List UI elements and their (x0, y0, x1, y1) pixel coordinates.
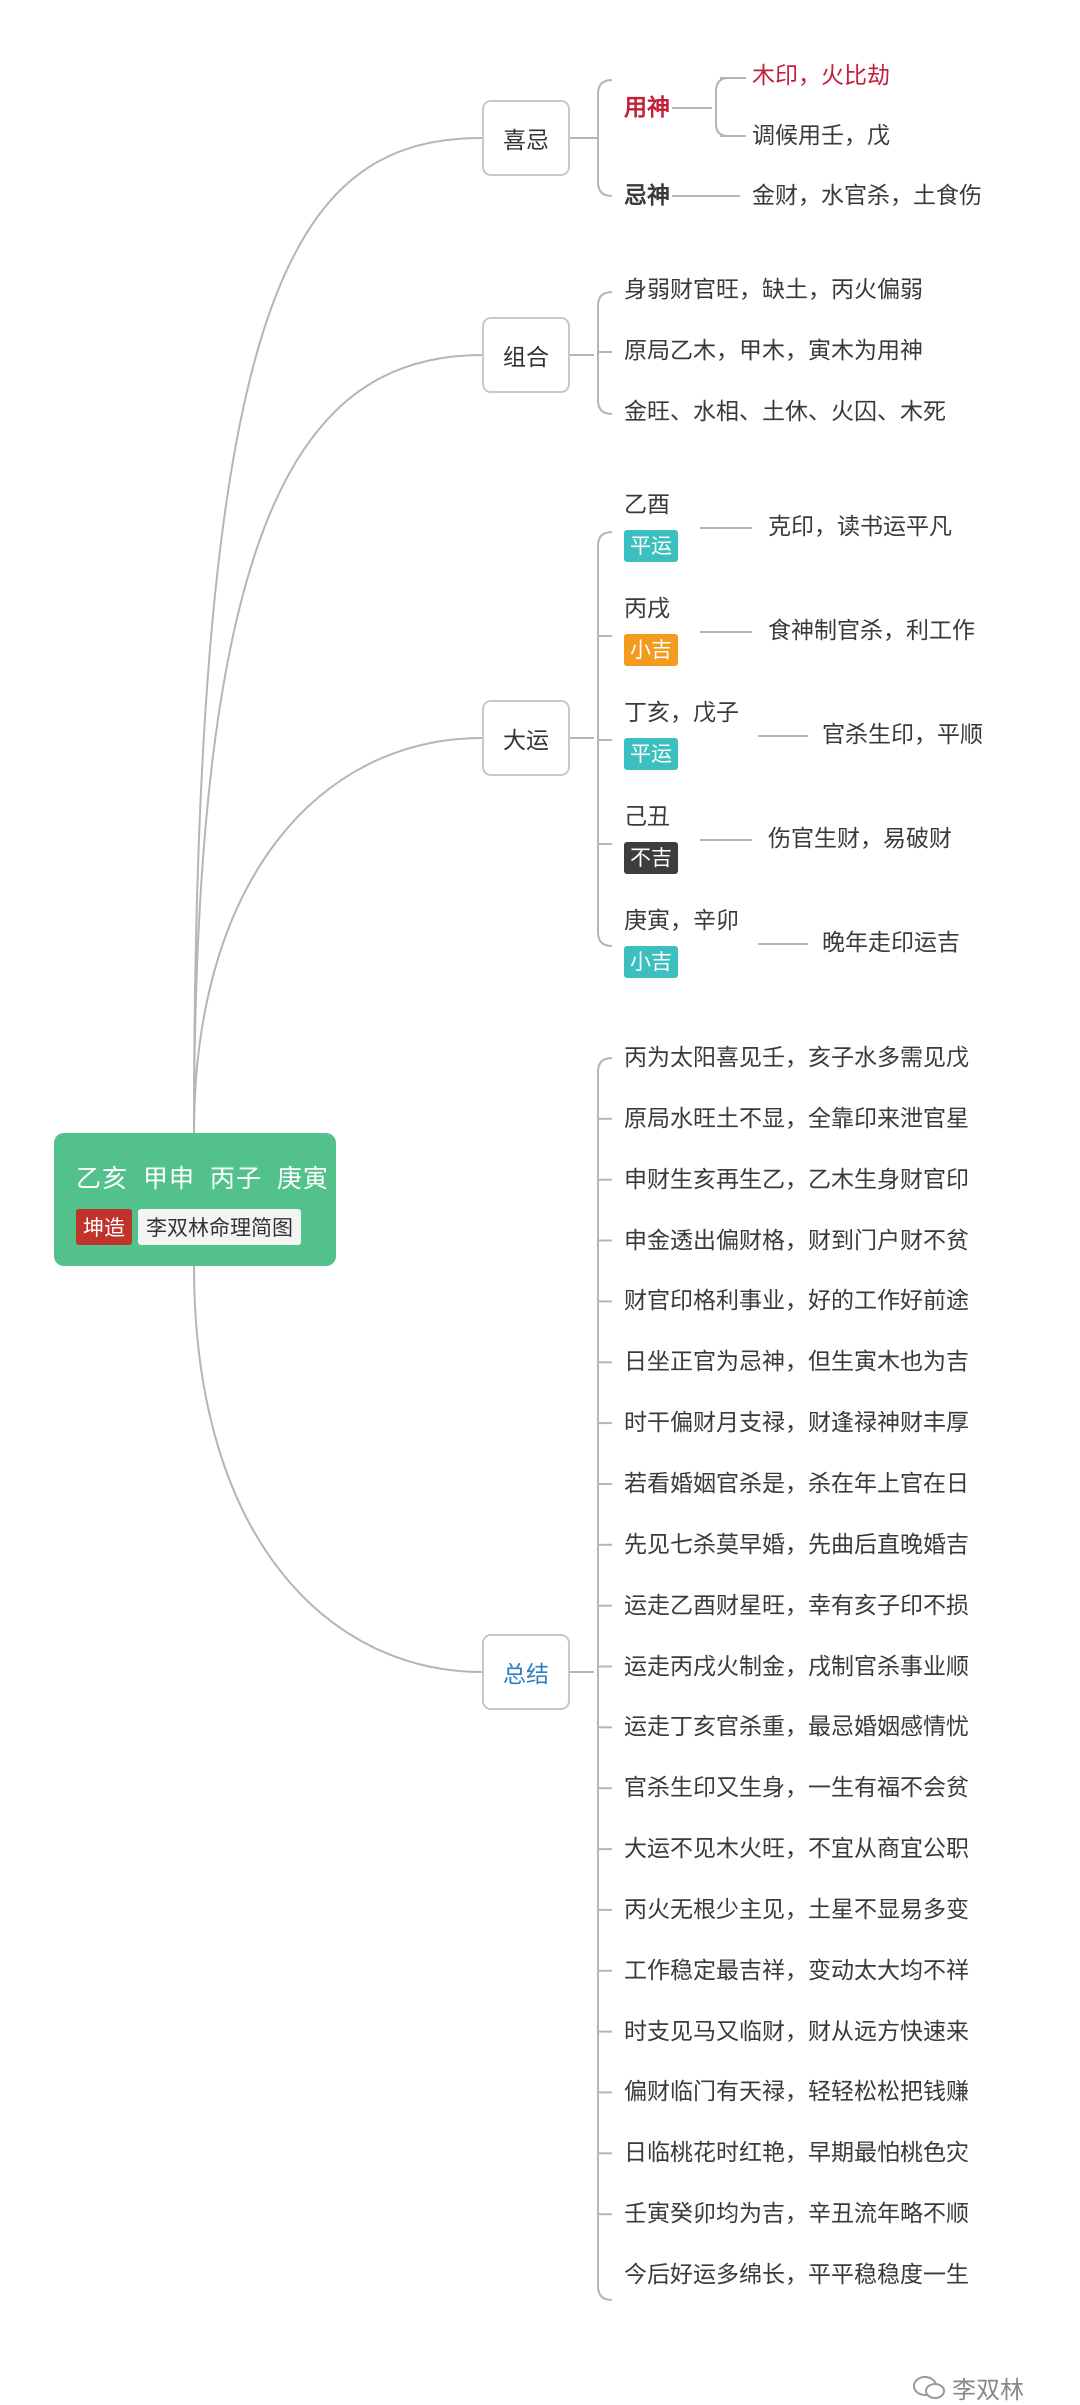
zongjie-item: 先见七杀莫早婚，先曲后直晚婚吉 (624, 1531, 969, 1558)
branch-zuhe[interactable]: 组合 (482, 317, 570, 393)
dayun-badge: 不吉 (624, 842, 678, 874)
root-tag-kunzao: 坤造 (76, 1209, 132, 1245)
dayun-badge: 小吉 (624, 946, 678, 978)
dayun-name: 丙戌 (624, 596, 670, 622)
dayun-desc: 伤官生财，易破财 (768, 826, 952, 852)
root-node[interactable]: 乙亥 甲申 丙子 庚寅 坤造 李双林命理简图 (54, 1133, 336, 1266)
dayun-name: 庚寅，辛卯 (624, 908, 739, 934)
jishen-label: 忌神 (624, 183, 670, 209)
yongshen-item-1: 木印，火比劫 (752, 63, 890, 89)
branch-zongjie[interactable]: 总结 (482, 1634, 570, 1710)
zongjie-item: 申金透出偏财格，财到门户财不贫 (624, 1227, 969, 1254)
dayun-badge: 小吉 (624, 634, 678, 666)
root-pillars: 乙亥 甲申 丙子 庚寅 (76, 1164, 329, 1193)
zongjie-item: 时干偏财月支禄，财逢禄神财丰厚 (624, 1410, 969, 1437)
zongjie-item: 丙为太阳喜见壬，亥子水多需见戊 (624, 1045, 969, 1071)
zongjie-item: 原局水旺土不显，全靠印来泄官星 (624, 1105, 969, 1132)
zongjie-item: 运走丁亥官杀重，最忌婚姻感情忧 (624, 1714, 969, 1741)
watermark-text: 李双林 (952, 2376, 1024, 2404)
zuhe-item: 身弱财官旺，缺土，丙火偏弱 (624, 277, 923, 303)
zongjie-item: 运走乙酉财星旺，幸有亥子印不损 (624, 1592, 969, 1619)
zongjie-item: 工作稳定最吉祥，变动太大均不祥 (624, 1957, 969, 1984)
zongjie-item: 壬寅癸卯均为吉，辛丑流年略不顺 (624, 2201, 969, 2228)
zongjie-item: 日坐正官为忌神，但生寅木也为吉 (624, 1349, 969, 1376)
zongjie-item: 大运不见木火旺，不宜从商宜公职 (624, 1836, 969, 1863)
zongjie-item: 官杀生印又生身，一生有福不会贫 (624, 1775, 969, 1802)
root-tag-title: 李双林命理简图 (138, 1209, 301, 1245)
dayun-desc: 食神制官杀，利工作 (768, 618, 975, 644)
jishen-item: 金财，水官杀，土食伤 (752, 183, 982, 209)
branch-xiji[interactable]: 喜忌 (482, 100, 570, 176)
wechat-icon (913, 2375, 945, 2399)
dayun-name: 乙酉 (624, 492, 670, 518)
zongjie-item: 时支见马又临财，财从远方快速来 (624, 2018, 969, 2045)
watermark: 李双林 (912, 2370, 1024, 2405)
zongjie-item: 偏财临门有天禄，轻轻松松把钱赚 (624, 2079, 969, 2106)
dayun-name: 丁亥，戊子 (624, 700, 739, 726)
zongjie-item: 丙火无根少主见，土星不显易多变 (624, 1896, 969, 1923)
zuhe-item: 金旺、水相、土休、火囚、木死 (624, 399, 946, 425)
dayun-desc: 晚年走印运吉 (822, 930, 960, 956)
dayun-desc: 克印，读书运平凡 (768, 514, 952, 540)
zongjie-item: 申财生亥再生乙，乙木生身财官印 (624, 1166, 969, 1193)
yongshen-label: 用神 (624, 95, 670, 121)
zongjie-item: 日临桃花时红艳，早期最怕桃色灾 (624, 2140, 969, 2167)
dayun-desc: 官杀生印，平顺 (822, 722, 983, 748)
zuhe-item: 原局乙木，甲木，寅木为用神 (624, 338, 923, 364)
dayun-badge: 平运 (624, 530, 678, 562)
dayun-name: 己丑 (624, 804, 670, 830)
zongjie-item: 今后好运多绵长，平平稳稳度一生 (624, 2262, 969, 2288)
zongjie-item: 运走丙戌火制金，戌制官杀事业顺 (624, 1653, 969, 1680)
branch-dayun[interactable]: 大运 (482, 700, 570, 776)
zongjie-item: 若看婚姻官杀是，杀在年上官在日 (624, 1471, 969, 1497)
zongjie-item: 财官印格利事业，好的工作好前途 (624, 1288, 969, 1315)
yongshen-item-2: 调候用壬，戊 (752, 123, 890, 149)
dayun-badge: 平运 (624, 738, 678, 770)
